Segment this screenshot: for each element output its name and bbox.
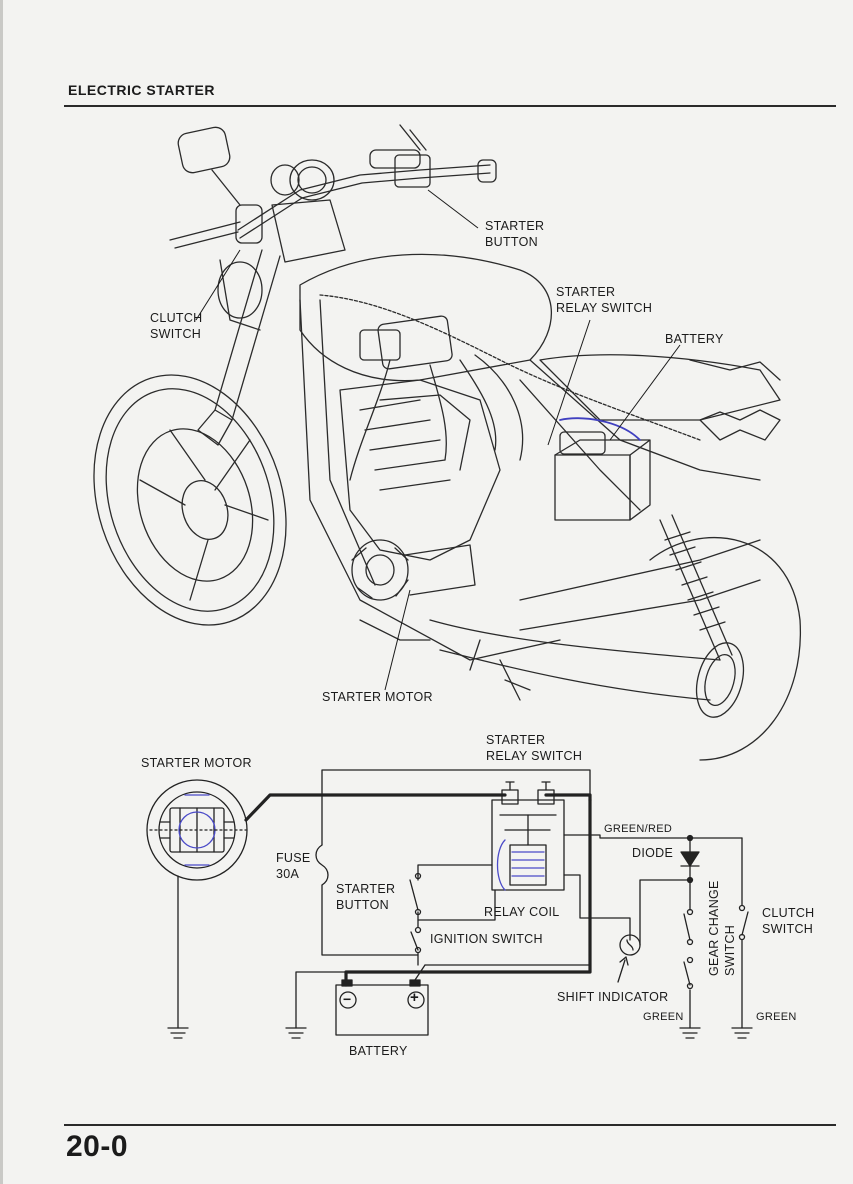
headlight-housing (271, 199, 346, 263)
left-mirror (177, 126, 231, 174)
schem-label-starter-button-line1: STARTER (336, 882, 396, 896)
leader-relay-switch (547, 319, 591, 446)
schem-label-starter-motor: STARTER MOTOR (141, 756, 252, 770)
leader-battery (609, 344, 681, 441)
front-wheel (93, 374, 287, 626)
schem-label-diode: DIODE (632, 846, 674, 860)
heavy-cable-motor-relay (244, 793, 507, 822)
battery-ground-symbol (285, 1027, 307, 1039)
schem-label-clutch-switch-line2: SWITCH (762, 922, 814, 936)
label-battery: BATTERY (665, 332, 724, 346)
schem-label-relay-switch-line1: STARTER (486, 733, 546, 747)
schem-label-green-clutch: GREEN (756, 1011, 797, 1023)
wiring-harness (319, 294, 701, 441)
battery-plus-sign: + (410, 989, 420, 1006)
label-relay-switch-line2: RELAY SWITCH (556, 301, 653, 315)
schem-label-starter-button-line2: BUTTON (336, 898, 389, 912)
relay-switch-symbol (491, 781, 565, 891)
footer-rule (64, 1124, 836, 1126)
leader-starter-button (427, 189, 479, 229)
green-red-wire (563, 834, 743, 839)
rear-wheel (649, 537, 801, 761)
schem-label-relay-coil: RELAY COIL (484, 905, 560, 919)
starter-motor-symbol (146, 779, 248, 881)
page-number: 20-0 (66, 1130, 129, 1163)
ignition-switch (410, 931, 419, 951)
label-starter-button-line2: BUTTON (485, 235, 538, 249)
swingarm (519, 539, 761, 631)
schem-label-green-red: GREEN/RED (604, 823, 673, 835)
starter-button-switch (409, 874, 419, 911)
leader-clutch-switch (195, 249, 241, 321)
label-clutch-switch-line1: CLUTCH (150, 311, 203, 325)
label-starter-motor: STARTER MOTOR (322, 690, 433, 704)
label-starter-button-line1: STARTER (485, 219, 545, 233)
fuse-symbol (315, 844, 329, 886)
section-title: ELECTRIC STARTER (68, 82, 215, 98)
fuel-tank (299, 253, 552, 382)
fuse-to-ignition (321, 884, 419, 956)
handlebar (237, 164, 491, 231)
frame-tube (299, 299, 561, 661)
battery-minus-sign: − (343, 991, 352, 1007)
battery-symbol (335, 979, 429, 1036)
coil-to-indicator (563, 874, 631, 941)
rear-shock (659, 514, 733, 661)
diode-symbol (680, 851, 700, 867)
leader-starter-motor (384, 589, 411, 691)
schem-label-fuse-line1: FUSE (276, 851, 311, 865)
schem-label-green-gear: GREEN (643, 1011, 684, 1023)
speedometer (289, 159, 335, 201)
starter-relay (559, 431, 606, 455)
schem-label-gear-change-line2: SWITCH (723, 924, 737, 976)
label-clutch-switch-line2: SWITCH (150, 327, 202, 341)
schem-label-fuse-line2: 30A (276, 867, 300, 881)
page-edge (0, 0, 3, 1184)
seat (539, 354, 781, 421)
clutch-switch (741, 911, 749, 936)
schem-label-battery: BATTERY (349, 1044, 408, 1058)
schem-label-gear-change-line1: GEAR CHANGE (707, 880, 721, 976)
schem-label-relay-switch-line2: RELAY SWITCH (486, 749, 583, 763)
schem-label-clutch-switch-line1: CLUTCH (762, 906, 815, 920)
header-rule (64, 105, 836, 107)
starter-motor-on-bike (351, 539, 476, 601)
clutch-lever (169, 221, 241, 249)
heavy-cable-battery (344, 798, 592, 987)
schem-label-shift-indicator: SHIFT INDICATOR (557, 990, 669, 1004)
front-fork (214, 249, 281, 421)
schem-label-ignition-switch: IGNITION SWITCH (430, 932, 543, 946)
motor-ground-symbol (167, 1027, 189, 1039)
label-relay-switch-line1: STARTER (556, 285, 616, 299)
engine-block (339, 379, 501, 561)
fuse-loop (321, 769, 591, 966)
ignition-coil (377, 315, 453, 370)
exhaust-pipe (429, 619, 721, 701)
